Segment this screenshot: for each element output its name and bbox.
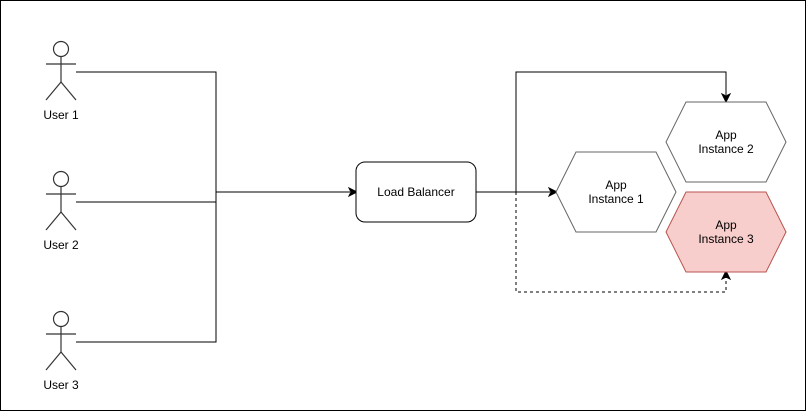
load-balancer-box [355,161,477,223]
app-instance-3-label-line2: Instance 3 [698,232,754,246]
app-instance-2-node[interactable]: App Instance 2 [665,101,787,183]
app-instance-1-label-line1: App [605,178,627,192]
user-3-actor: User 3 [43,310,79,392]
edge-lb-to-instance2 [515,71,727,192]
user-icon [45,310,77,371]
app-instance-2-label-line2: Instance 2 [698,142,754,156]
app-instance-3-node[interactable]: App Instance 3 [665,191,787,273]
user-1-actor: User 1 [43,40,79,122]
user-2-label: User 2 [43,238,79,252]
app-instance-2-label-line1: App [715,128,737,142]
app-instance-2-hexagon [665,101,787,183]
arrowhead-instance2 [720,92,732,104]
app-instance-1-node[interactable]: App Instance 1 [555,151,677,233]
user-icon [45,40,77,101]
edge-user3-to-lb [76,192,217,343]
load-balancer-label: Load Balancer [377,185,454,199]
edge-user1-to-lb [76,71,350,193]
arrowhead-instance1 [547,186,559,198]
app-instance-3-hexagon [665,191,787,273]
connectors [76,71,732,343]
arrowhead-instance3 [720,269,732,281]
edge-lb-to-instance3 [515,192,727,293]
load-balancer-node[interactable]: Load Balancer [355,161,477,223]
app-instance-1-label-line2: Instance 1 [588,192,644,206]
user-3-label: User 3 [43,378,79,392]
user-icon [45,170,77,231]
app-instance-1-hexagon [555,151,677,233]
user-2-actor: User 2 [43,170,79,252]
arrowhead-lb [347,186,359,198]
user-1-label: User 1 [43,108,79,122]
app-instance-3-label-line1: App [715,218,737,232]
